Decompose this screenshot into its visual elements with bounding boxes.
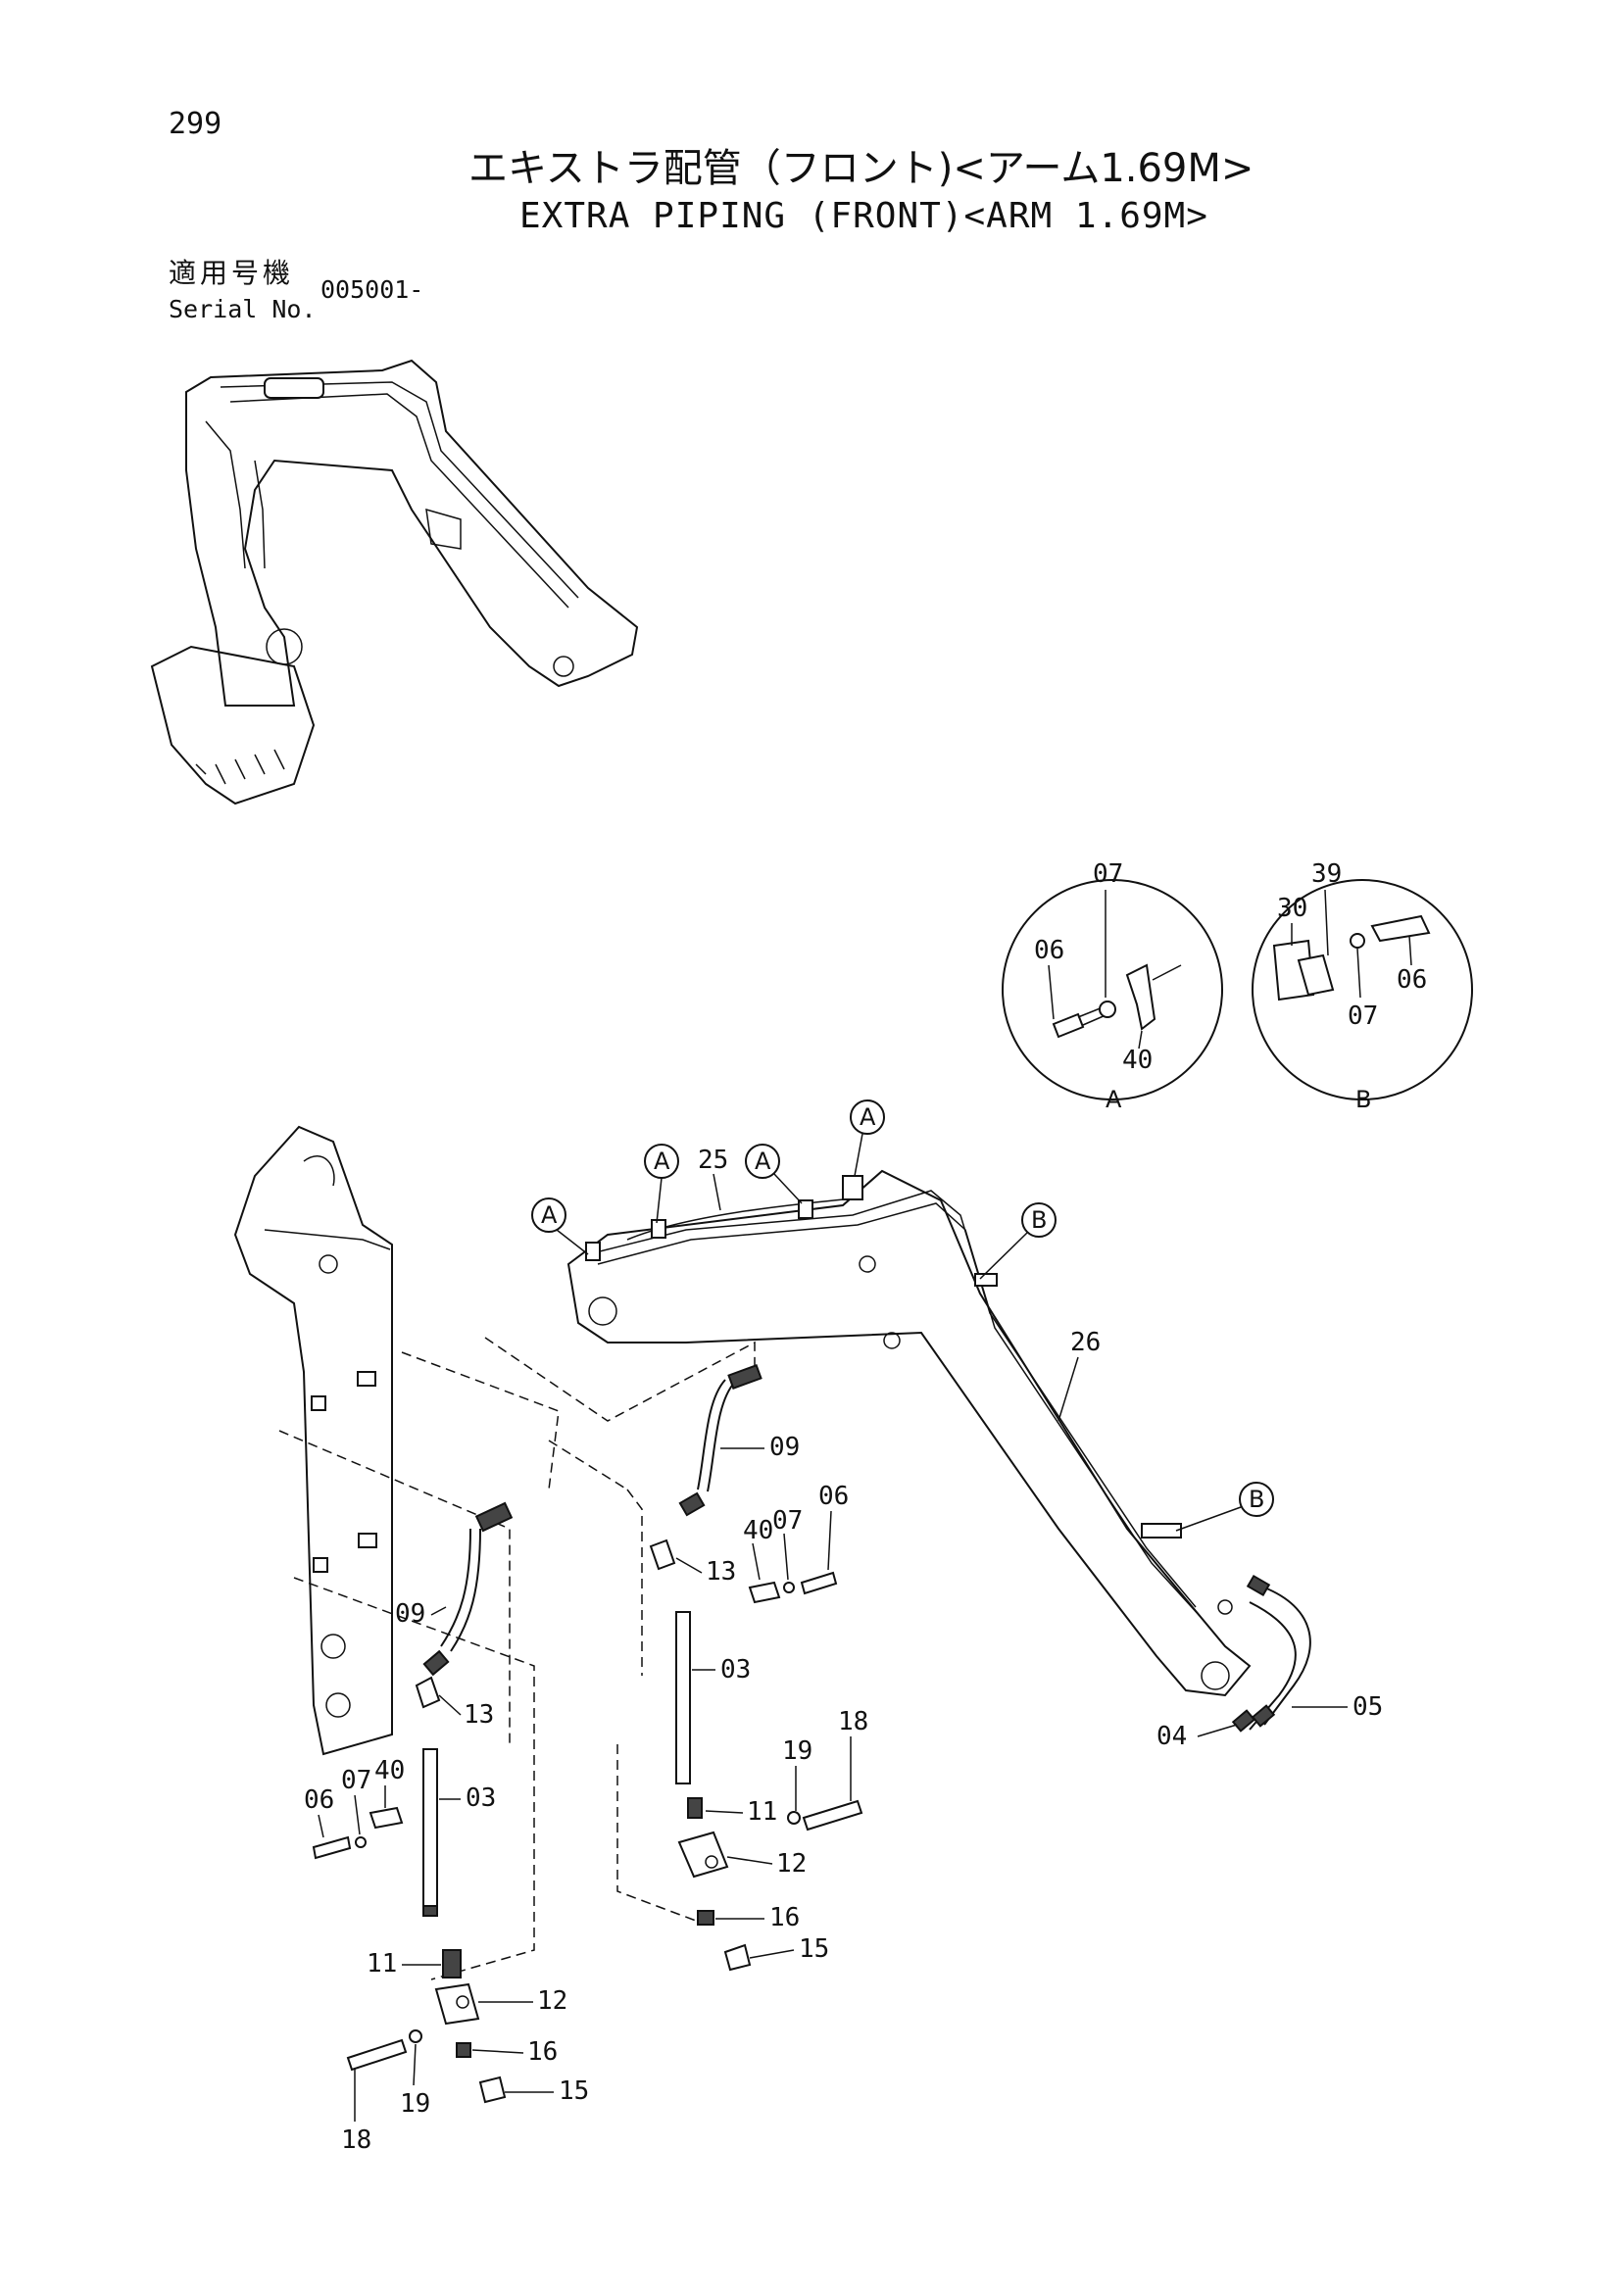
label-40-center: 40 xyxy=(743,1516,773,1545)
label-26: 26 xyxy=(1070,1328,1101,1357)
label-18-left: 18 xyxy=(341,2125,371,2155)
label-16-left: 16 xyxy=(527,2037,558,2067)
label-09-center: 09 xyxy=(769,1433,800,1462)
label-16-center: 16 xyxy=(769,1903,800,1932)
page-title-japanese: エキストラ配管（フロント)<アーム1.69M> xyxy=(468,146,1254,191)
label-06-center: 06 xyxy=(818,1482,849,1511)
serial-number-value: 005001- xyxy=(320,275,424,304)
label-18-center: 18 xyxy=(838,1707,868,1736)
center-pipe-assembly xyxy=(649,1364,863,1972)
detail-b-part-30: 30 xyxy=(1277,894,1307,923)
label-03-center: 03 xyxy=(720,1655,751,1685)
label-07-center: 07 xyxy=(772,1506,803,1536)
callout-a-1: A xyxy=(541,1201,558,1229)
label-04: 04 xyxy=(1156,1722,1187,1751)
overview-excavator-front xyxy=(150,359,639,806)
callout-markers: A A A A B B xyxy=(531,1099,1274,1532)
label-13-center: 13 xyxy=(706,1557,736,1587)
label-19-left: 19 xyxy=(400,2089,430,2119)
label-40-left: 40 xyxy=(374,1756,405,1785)
label-11-left: 11 xyxy=(367,1949,397,1978)
label-15-center: 15 xyxy=(799,1934,829,1964)
detail-b-part-06: 06 xyxy=(1397,965,1427,995)
detail-a-part-40: 40 xyxy=(1122,1046,1153,1075)
label-05: 05 xyxy=(1352,1692,1383,1722)
boom-plate xyxy=(233,1125,393,1756)
label-07-left: 07 xyxy=(341,1766,371,1795)
detail-b: 39 30 06 07 B xyxy=(1252,859,1473,1113)
detail-a-letter: A xyxy=(1106,1086,1122,1113)
detail-b-part-07: 07 xyxy=(1348,1001,1378,1031)
detail-a-part-06: 06 xyxy=(1034,936,1064,965)
label-12-center: 12 xyxy=(776,1849,807,1879)
label-06-left: 06 xyxy=(304,1785,334,1815)
label-13-left: 13 xyxy=(464,1700,494,1730)
label-19-center: 19 xyxy=(782,1736,812,1766)
serial-label-japanese: 適用号機 xyxy=(169,257,295,289)
detail-a: 06 07 40 A xyxy=(1002,859,1223,1113)
page-number: 299 xyxy=(169,107,222,141)
label-12-left: 12 xyxy=(537,1986,567,2016)
part-labels: 25 26 09 09 13 13 03 03 40 07 06 06 07 4… xyxy=(304,1146,1383,2155)
callout-a-2: A xyxy=(654,1148,670,1175)
label-25: 25 xyxy=(698,1146,728,1175)
callout-a-3: A xyxy=(755,1148,771,1175)
callout-a-4: A xyxy=(860,1103,876,1131)
label-09-left: 09 xyxy=(395,1599,425,1629)
detail-b-letter: B xyxy=(1355,1086,1371,1113)
serial-label-english: Serial No. xyxy=(169,295,317,323)
label-03-left: 03 xyxy=(466,1783,496,1813)
page-title-english: EXTRA PIPING (FRONT)<ARM 1.69M> xyxy=(519,196,1208,236)
callout-b-2: B xyxy=(1249,1486,1264,1513)
arm xyxy=(566,1169,1311,1733)
label-15-left: 15 xyxy=(559,2076,589,2106)
detail-b-part-39: 39 xyxy=(1311,859,1342,889)
detail-a-part-07: 07 xyxy=(1093,859,1123,889)
left-pipe-assembly xyxy=(312,1501,514,2104)
callout-b-1: B xyxy=(1031,1206,1047,1234)
label-11-center: 11 xyxy=(747,1797,777,1827)
